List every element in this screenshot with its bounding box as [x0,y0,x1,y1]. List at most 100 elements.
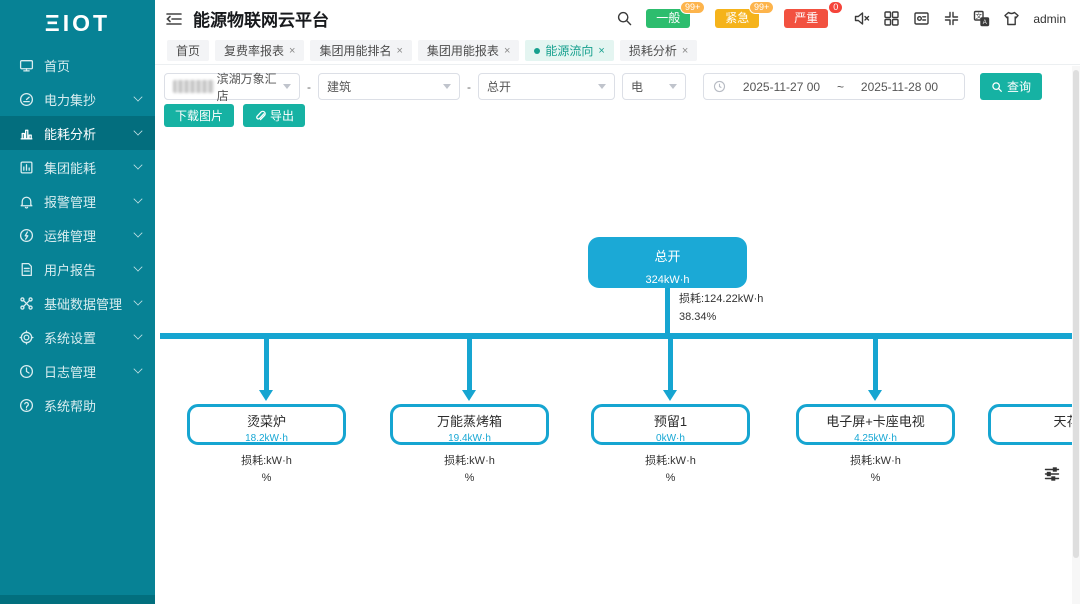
node-loss: 损耗:kW·h [444,455,495,467]
theme-shirt-icon[interactable] [1003,10,1020,27]
sidebar-item-system-settings[interactable]: 系统设置 [0,320,155,354]
action-bar: 下载图片 导出 [164,104,306,127]
flow-node-3[interactable]: 预留1 0kW·h [591,404,750,445]
alarm-badge-general[interactable]: 一般 99+ [646,1,706,28]
query-button-label: 查询 [1007,80,1032,94]
search-icon [992,81,1002,92]
sidebar-item-label: 日志管理 [44,364,97,380]
chevron-down-icon [133,194,143,204]
flow-node-4[interactable]: 电子屏+卡座电视 4.25kW·h [796,404,955,445]
node-loss-label: 损耗:kW·h % [390,453,549,487]
close-icon[interactable]: × [396,44,403,57]
flow-node-2[interactable]: 万能蒸烤箱 19.4kW·h [390,404,549,445]
sidebar-item-energy-analysis[interactable]: 能耗分析 [0,116,155,150]
tab-energy-flow[interactable]: 能源流向 × [525,40,614,61]
type-select-value: 建筑 [327,80,352,94]
root-node-name: 总开 [654,249,681,264]
sidebar-item-base-data[interactable]: 基础数据管理 [0,286,155,320]
screen-icon[interactable] [913,10,930,27]
paperclip-icon [256,110,266,120]
badge-count: 99+ [680,1,706,14]
flow-root-node[interactable]: 总开 324kW·h [588,237,747,288]
filter-bar: 滨湖万象汇店 - 建筑 - 总开 电 2025-11-27 00 ~ 2025-… [164,72,1043,103]
close-icon[interactable]: × [503,44,511,57]
chevron-down-icon [133,330,143,340]
root-loss-value: 损耗:124.22kW·h [679,293,764,305]
alarm-badge-severe[interactable]: 严重 0 [784,1,844,28]
tab-rate-report[interactable]: 复费率报表 × [215,40,305,61]
root-node-value: 324kW·h [645,274,690,286]
close-icon[interactable]: × [289,44,296,57]
mute-icon[interactable] [853,10,870,27]
store-select[interactable]: 滨湖万象汇店 [164,72,300,103]
gear-icon [19,329,34,345]
sidebar-item-home[interactable]: 首页 [0,48,155,82]
clock-icon [713,80,726,93]
chevron-down-icon [669,84,677,89]
node-value: 19.4kW·h [448,433,491,444]
chevron-down-icon [283,84,291,89]
page-title: 能源物联网云平台 [193,11,329,30]
query-button[interactable]: 查询 [980,73,1043,100]
sidebar-item-label: 首页 [44,58,71,74]
tab-home[interactable]: 首页 [167,40,210,61]
chevron-down-icon [133,364,143,374]
tab-group-ranking[interactable]: 集团用能排名 × [310,40,412,61]
energy-type-select[interactable]: 电 [622,73,686,100]
chevron-down-icon [133,160,143,170]
user-name[interactable]: admin [1033,11,1066,26]
flow-arrow-line [467,339,472,390]
nodes-icon [19,296,34,311]
sidebar-item-ops-management[interactable]: 运维管理 [0,218,155,252]
flow-bus-line [160,333,1080,339]
node-name: 天花灯 [1053,414,1080,429]
fullscreen-icon[interactable] [943,10,960,27]
bar-chart-icon [19,126,34,141]
sidebar-item-label: 能耗分析 [44,126,97,142]
tab-group-report[interactable]: 集团用能报表 × [417,40,520,61]
date-end-input[interactable]: 2025-11-28 00 [860,79,939,94]
meter-icon [19,92,34,107]
sidebar-item-group-energy[interactable]: 集团能耗 [0,150,155,184]
badge-label: 一般 [656,11,681,25]
sidebar-item-system-help[interactable]: 系统帮助 [0,388,155,422]
flow-arrow-head [462,390,476,401]
sidebar-item-alarm-management[interactable]: 报警管理 [0,184,155,218]
chevron-down-icon [443,84,451,89]
scrollbar-thumb[interactable] [1073,70,1079,558]
svg-text:文: 文 [976,11,983,20]
header: 能源物联网云平台 一般 99+ 紧急 99+ 严重 0 [155,0,1080,37]
sidebar-item-label: 用户报告 [44,262,97,278]
app-logo: ΞIOT [44,9,111,36]
circuit-select[interactable]: 总开 [478,73,615,100]
sidebar-item-user-reports[interactable]: 用户报告 [0,252,155,286]
node-value: 18.2kW·h [245,433,288,444]
separator: - [467,79,471,94]
close-icon[interactable]: × [598,44,605,57]
alarm-badge-urgent[interactable]: 紧急 99+ [715,1,775,28]
sidebar-item-log-management[interactable]: 日志管理 [0,354,155,388]
date-start-input[interactable]: 2025-11-27 00 [742,79,821,94]
sidebar-menu: 首页 电力集抄 能耗分析 集团能耗 报警管理 运维管理 [0,48,155,422]
date-range-picker[interactable]: 2025-11-27 00 ~ 2025-11-28 00 [703,73,965,100]
type-select[interactable]: 建筑 [318,73,460,100]
search-icon[interactable] [616,10,633,27]
flow-node-5[interactable]: 天花灯 [988,404,1080,445]
chevron-down-icon [133,296,143,306]
sidebar-item-power-reading[interactable]: 电力集抄 [0,82,155,116]
node-loss-label: 损耗:kW·h % [796,453,955,487]
flow-node-1[interactable]: 烫菜炉 18.2kW·h [187,404,346,445]
menu-fold-icon[interactable] [165,10,183,28]
flow-arrow-head [663,390,677,401]
export-label: 导出 [270,109,295,123]
close-icon[interactable]: × [681,44,689,57]
badge-label: 严重 [794,11,819,25]
download-image-button[interactable]: 下载图片 [164,104,235,127]
export-button[interactable]: 导出 [243,104,306,127]
apps-grid-icon[interactable] [883,10,900,27]
adjust-sliders-icon[interactable] [1044,466,1060,482]
node-loss: 损耗:kW·h [645,455,696,467]
flow-arrow-line [264,339,269,390]
tab-loss-analysis[interactable]: 损耗分析 × [619,40,698,61]
